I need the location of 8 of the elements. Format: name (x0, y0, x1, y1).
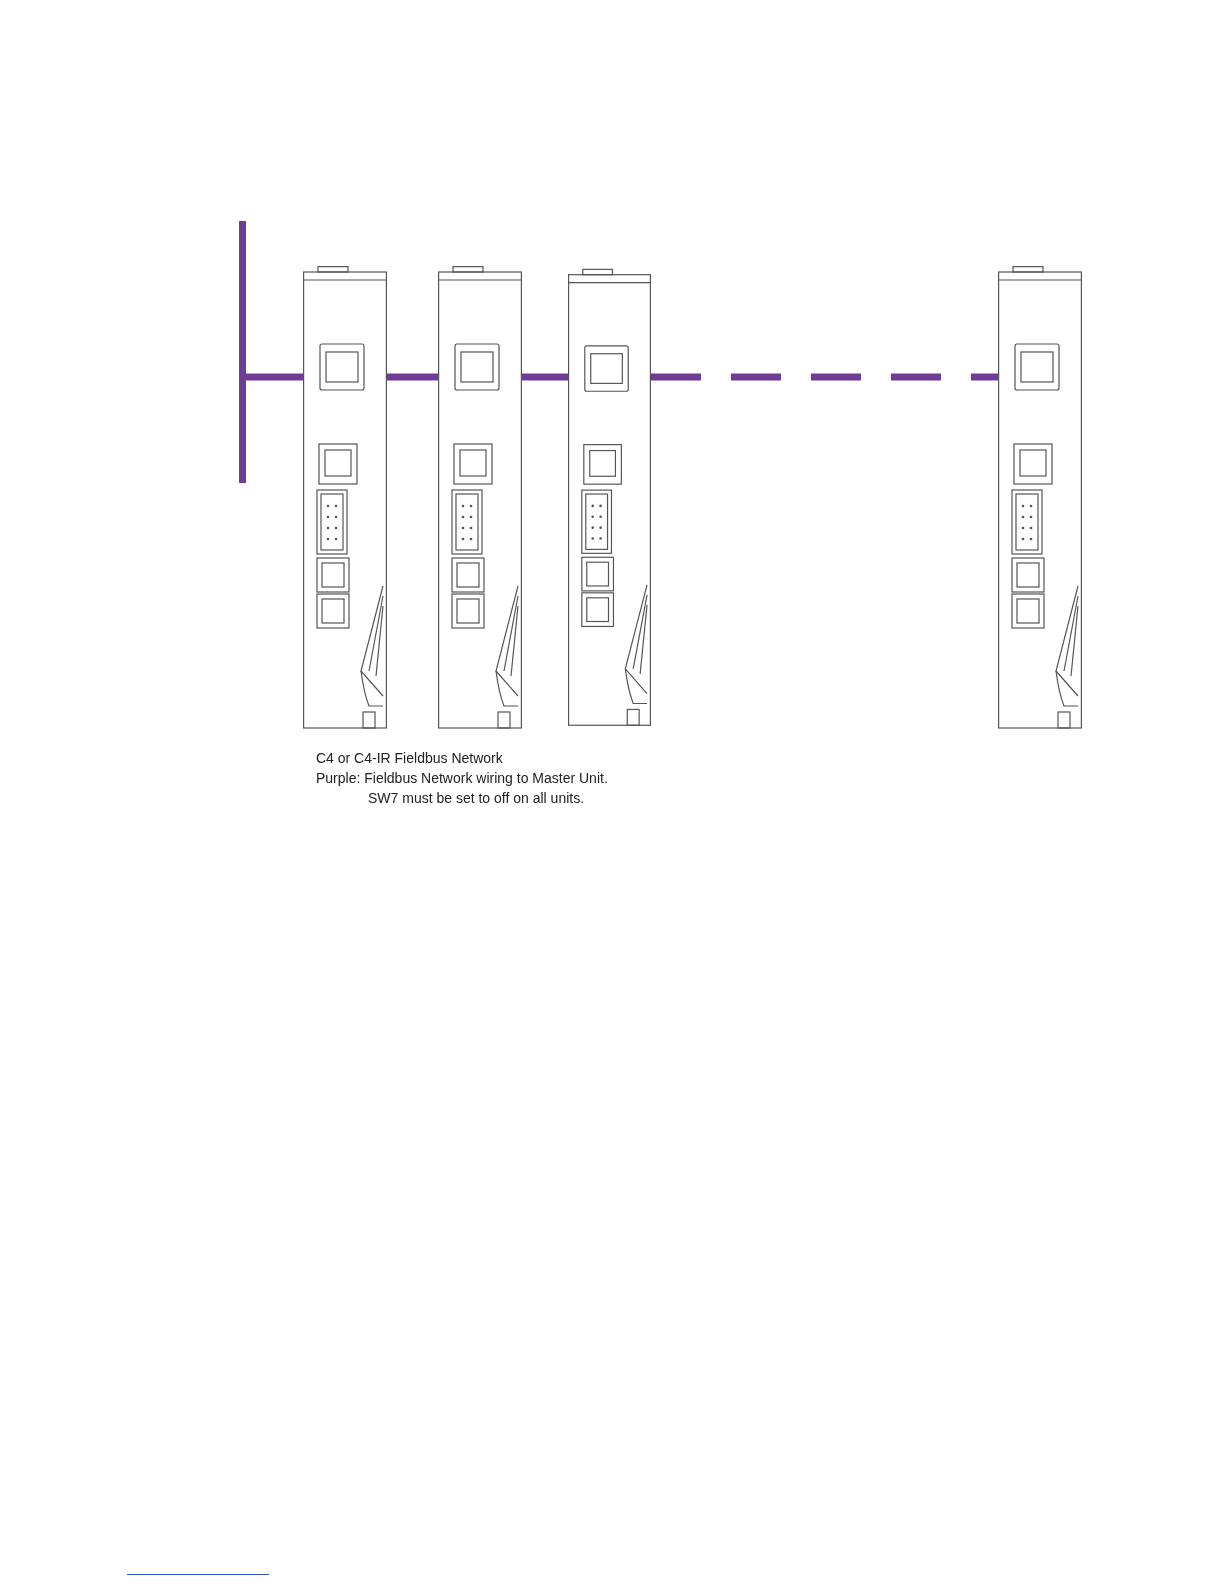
drive-unit-drawing (998, 266, 1082, 729)
drive-unit-drawing (303, 266, 387, 729)
note-text: Purple: Fieldbus Network wiring to Master Unit. (316, 769, 608, 788)
note-text: SW7 must be set to off on all units. (367, 789, 585, 808)
note-text: C4 or C4-IR Fieldbus Network (316, 749, 503, 768)
drive-unit-drawing (438, 266, 522, 729)
network-bus-bar (239, 221, 246, 483)
drive-unit-drawing (568, 266, 651, 729)
